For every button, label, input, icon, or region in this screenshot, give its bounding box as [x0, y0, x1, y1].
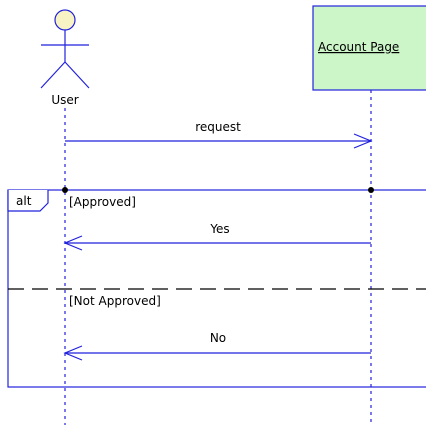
actor-head — [54, 9, 76, 31]
open-arrowhead-icon — [63, 345, 83, 361]
guard-approved-label: [Approved] — [69, 195, 136, 209]
fragment-anchor-dot-account-page — [368, 187, 374, 193]
object-box — [312, 5, 426, 91]
actor-user[interactable]: User — [40, 9, 90, 107]
message-request[interactable]: request — [65, 120, 373, 149]
object-account-page[interactable]: Account Page — [312, 5, 426, 91]
open-arrowhead-icon — [353, 133, 373, 149]
message-label: No — [210, 331, 226, 345]
alt-fragment[interactable]: alt [Approved] [Not Approved] — [7, 187, 426, 388]
guard-not-approved-label: [Not Approved] — [69, 294, 161, 308]
fragment-operator-tab — [7, 190, 49, 212]
message-yes[interactable]: Yes — [63, 222, 371, 251]
object-name-label: Account Page — [318, 40, 399, 54]
actor-left-leg — [40, 61, 66, 89]
fragment-anchor-dot-user — [62, 187, 68, 193]
open-arrowhead-icon — [63, 235, 83, 251]
actor-right-leg — [64, 61, 90, 89]
message-label: request — [195, 120, 241, 134]
message-label: Yes — [209, 222, 229, 236]
actor-name-label: User — [51, 93, 78, 107]
fragment-operator-label: alt — [16, 194, 32, 208]
message-no[interactable]: No — [63, 331, 371, 361]
